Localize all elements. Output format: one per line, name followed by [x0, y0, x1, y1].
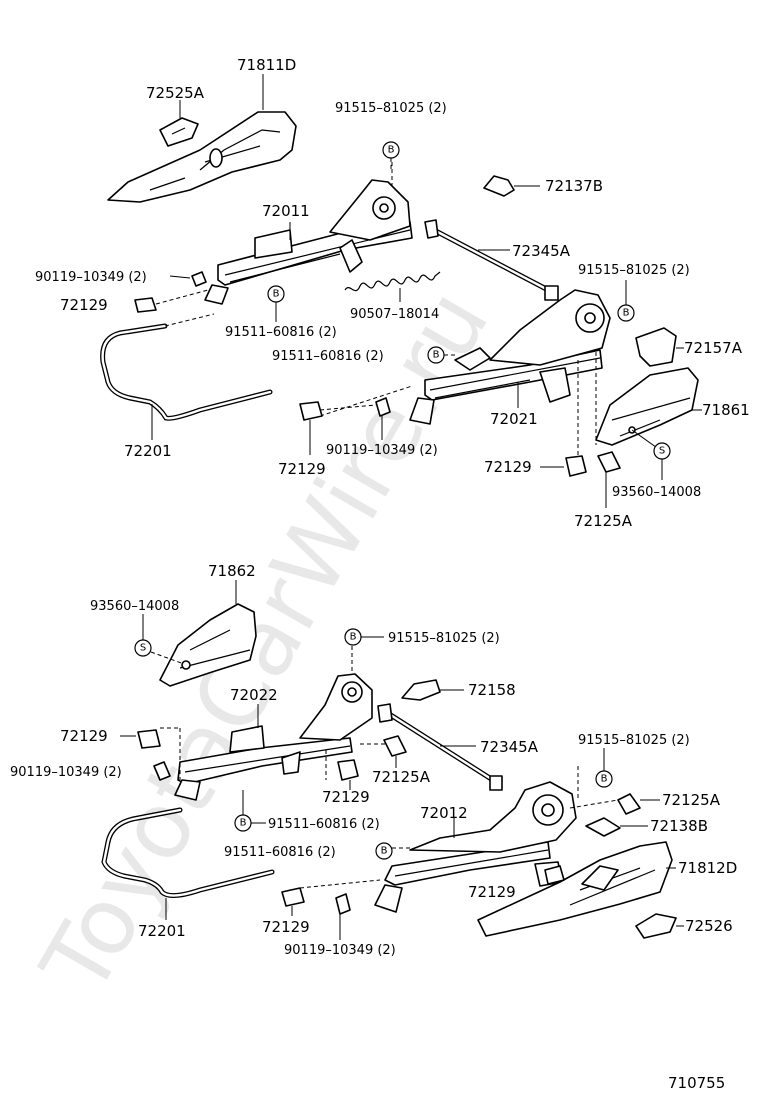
svg-text:B: B [350, 632, 357, 643]
label-72125a-lower-right: 72125A [662, 791, 721, 809]
label-72129-lower-mid: 72129 [322, 788, 370, 806]
label-90119-upper-mid: 90119–10349 (2) [326, 443, 438, 458]
label-90507-18014: 90507–18014 [350, 307, 439, 322]
label-91515-lower-top: 91515–81025 (2) [388, 631, 500, 646]
label-72345a-upper: 72345A [512, 242, 571, 260]
label-72138b: 72138B [650, 817, 708, 835]
bolt-symbol: B [267, 285, 285, 322]
part-72125a-mid-shape [383, 735, 407, 757]
label-72125a-upper: 72125A [574, 512, 633, 530]
part-72021-shape [424, 349, 603, 401]
lower-assembly: S B B B B 71862 93560–14008 91515–81025 … [10, 562, 737, 958]
part-71861-shape [595, 367, 699, 446]
svg-text:B: B [623, 308, 630, 319]
screw-symbol: S [653, 442, 671, 480]
part-72129-mid-shape [337, 759, 359, 781]
bolt-symbol: B [382, 141, 400, 172]
part-72137b-shape [483, 175, 515, 197]
label-93560-upper: 93560–14008 [612, 485, 701, 500]
label-72345a-lower: 72345A [480, 738, 539, 756]
part-72129-lower-right-shape [544, 865, 565, 885]
label-72525a: 72525A [146, 84, 205, 102]
part-72138b-shape [585, 817, 621, 837]
svg-text:B: B [433, 350, 440, 361]
part-72022-shape [177, 737, 353, 785]
bolt-symbol: B [234, 790, 266, 832]
label-72129-upper-mid: 72129 [278, 460, 326, 478]
svg-text:B: B [273, 289, 280, 300]
label-72129-upper-left: 72129 [60, 296, 108, 314]
svg-text:B: B [388, 145, 395, 156]
part-72525a-shape [159, 117, 199, 147]
label-90119-upper-left: 90119–10349 (2) [35, 270, 147, 285]
part-72125a-right-shape [617, 793, 641, 815]
label-72201-upper: 72201 [124, 442, 172, 460]
label-91511-upper-b: 91511–60816 (2) [272, 349, 384, 364]
bolt-symbol: B [427, 346, 456, 364]
label-72129-upper-right: 72129 [484, 458, 532, 476]
label-72012: 72012 [420, 804, 468, 822]
svg-text:S: S [140, 643, 146, 654]
label-72201-lower: 72201 [138, 922, 186, 940]
label-72129-lower-left: 72129 [60, 727, 108, 745]
label-72125a-lower-mid: 72125A [372, 768, 431, 786]
label-91515-top: 91515–81025 (2) [335, 101, 447, 116]
label-91511-lower-b: 91511–60816 (2) [224, 845, 336, 860]
part-72526-shape [635, 913, 677, 939]
svg-text:B: B [601, 774, 608, 785]
label-72129-lower-bottom: 72129 [262, 918, 310, 936]
label-72011: 72011 [262, 202, 310, 220]
part-72129-right-shape [565, 455, 587, 477]
svg-text:S: S [659, 446, 665, 457]
label-71812d: 71812D [678, 859, 737, 877]
part-72129-lower-left-shape [137, 729, 161, 749]
svg-text:B: B [381, 846, 388, 857]
part-90507-shape [344, 271, 441, 292]
part-72157a-shape [635, 327, 677, 367]
bolt-symbol: B [344, 628, 384, 646]
label-91511-upper-a: 91511–60816 (2) [225, 325, 337, 340]
label-72022: 72022 [230, 686, 278, 704]
label-72021: 72021 [490, 410, 538, 428]
svg-text:B: B [240, 818, 247, 829]
bolt-symbol: B [375, 842, 410, 860]
label-71811d: 71811D [237, 56, 296, 74]
label-71861: 71861 [702, 401, 750, 419]
part-72129-left-shape [134, 297, 157, 313]
screw-symbol: S [134, 614, 185, 665]
label-91511-lower-a: 91511–60816 (2) [268, 817, 380, 832]
part-72158-shape [401, 679, 441, 701]
part-72125a-shape [597, 451, 621, 473]
label-72129-lower-right: 72129 [468, 883, 516, 901]
label-71862: 71862 [208, 562, 256, 580]
part-72129-bottom-shape [281, 887, 305, 907]
label-72137b: 72137B [545, 177, 603, 195]
label-72526: 72526 [685, 917, 733, 935]
label-72157a: 72157A [684, 339, 743, 357]
bolt-symbol: B [595, 748, 613, 788]
bolt-symbol: B [617, 280, 635, 322]
label-72158: 72158 [468, 681, 516, 699]
diagram-id: 710755 [668, 1074, 725, 1092]
upper-assembly: B B B B S 71811D 72525A 91515–81025 (2) … [35, 56, 750, 530]
label-91515-lower-right: 91515–81025 (2) [578, 733, 690, 748]
part-71811d-shape [107, 111, 297, 203]
part-72129-mid-shape [299, 401, 323, 421]
label-90119-lower-bottom: 90119–10349 (2) [284, 943, 396, 958]
label-90119-lower-left: 90119–10349 (2) [10, 765, 122, 780]
label-93560-lower: 93560–14008 [90, 599, 179, 614]
label-91515-upper-right: 91515–81025 (2) [578, 263, 690, 278]
part-71812d-shape [477, 841, 673, 937]
